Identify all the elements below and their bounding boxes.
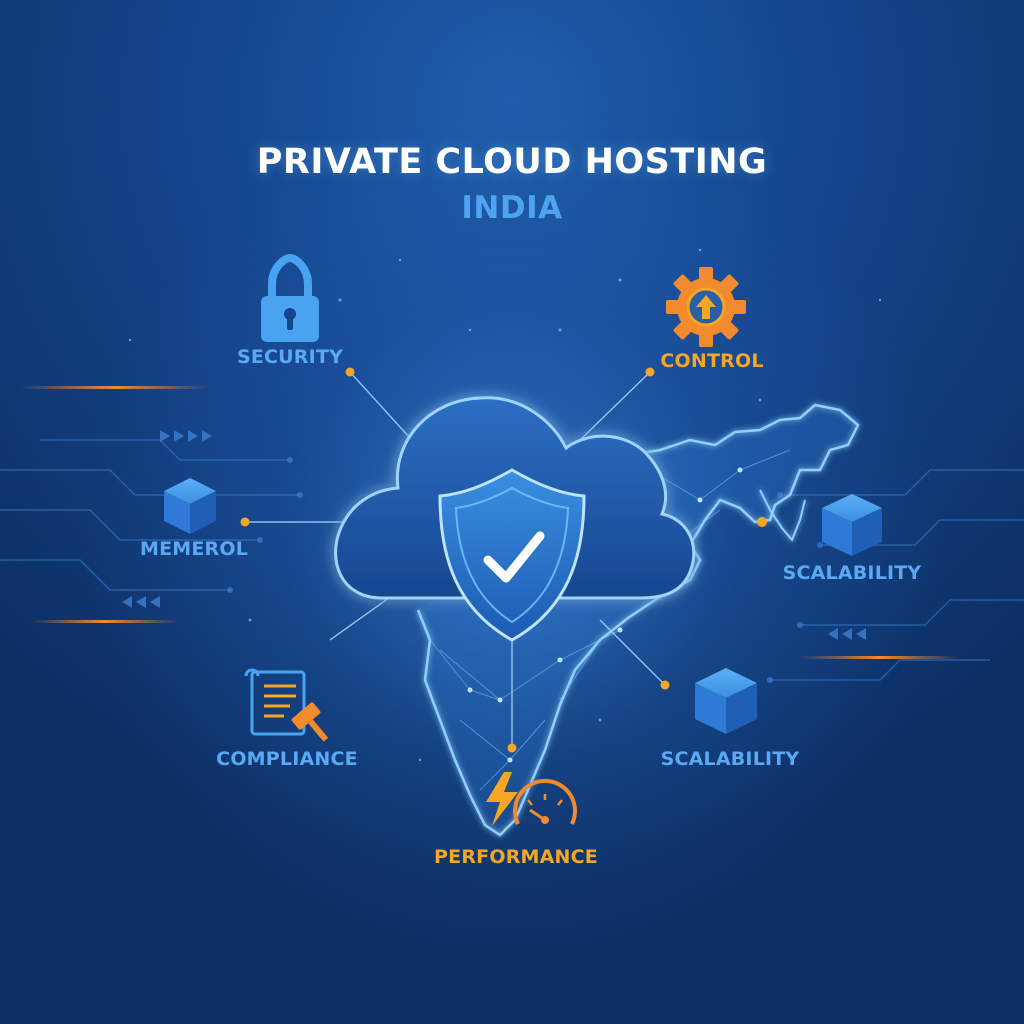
connector-scalability: [599, 619, 666, 686]
connector-control: [579, 371, 651, 441]
chevron-arrows: [122, 430, 866, 640]
label-scalability-lower: SCALABILITY: [660, 748, 800, 770]
document-gavel-icon: [244, 668, 329, 742]
cube-icon: [695, 668, 757, 734]
padlock-icon: [261, 253, 319, 342]
northeast-outline: [759, 489, 806, 542]
circuit-nodes: [227, 457, 823, 683]
sparkles: [128, 248, 882, 762]
connector-dots: [240, 367, 670, 753]
shield-check-icon: [438, 468, 586, 642]
label-control: CONTROL: [660, 350, 764, 372]
map-marker: [757, 517, 767, 527]
label-memerol: MEMEROL: [139, 538, 249, 560]
label-scalability-right: SCALABILITY: [782, 562, 922, 584]
checkmark-icon: [483, 531, 545, 583]
cube-icon: [822, 494, 882, 556]
page-title: PRIVATE CLOUD HOSTING: [256, 142, 768, 182]
orange-streak: [800, 656, 960, 659]
orange-streak: [30, 620, 180, 623]
label-compliance: COMPLIANCE: [216, 748, 358, 770]
india-outline: [416, 403, 860, 837]
label-security: SECURITY: [236, 346, 344, 368]
label-performance: PERFORMANCE: [434, 846, 598, 868]
shield-inner-outline: [454, 486, 570, 624]
circuit-traces: [0, 439, 1024, 681]
speedometer-lightning-icon: [486, 772, 577, 826]
page-subtitle: INDIA: [461, 190, 563, 226]
gear-upload-icon: [666, 267, 746, 347]
cube-icon: [164, 478, 216, 534]
orange-streak: [20, 386, 210, 389]
